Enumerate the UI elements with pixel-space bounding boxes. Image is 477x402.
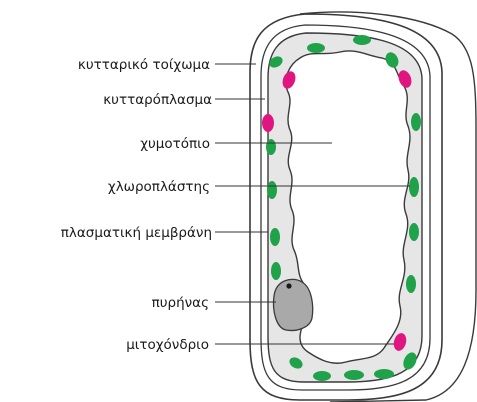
chloroplast xyxy=(266,139,276,155)
nucleus xyxy=(274,279,313,330)
chloroplast xyxy=(411,113,421,131)
label-cytoplasm: κυτταρόπλασμα xyxy=(103,92,212,108)
chloroplast xyxy=(270,228,280,246)
chloroplast xyxy=(313,371,331,381)
chloroplast xyxy=(409,177,419,197)
label-plasma-membrane: πλασματική μεμβράνη xyxy=(61,225,212,241)
chloroplast xyxy=(374,369,394,379)
chloroplast xyxy=(271,262,281,280)
label-chloroplast: χλωροπλάστης xyxy=(108,179,210,195)
chloroplast xyxy=(406,275,416,293)
chloroplast xyxy=(307,43,325,53)
chloroplast xyxy=(267,181,277,199)
nucleolus xyxy=(286,283,291,288)
label-cell-wall: κυτταρικό τοίχωμα xyxy=(78,57,210,73)
chloroplast xyxy=(353,35,371,45)
mitochondrion xyxy=(262,114,274,132)
chloroplast xyxy=(409,223,419,241)
label-mitochondrion: μιτοχόνδριο xyxy=(126,337,209,353)
label-vacuole: χυμοτόπιο xyxy=(140,136,210,152)
label-nucleus: πυρήνας xyxy=(152,295,209,311)
chloroplast xyxy=(344,370,364,380)
